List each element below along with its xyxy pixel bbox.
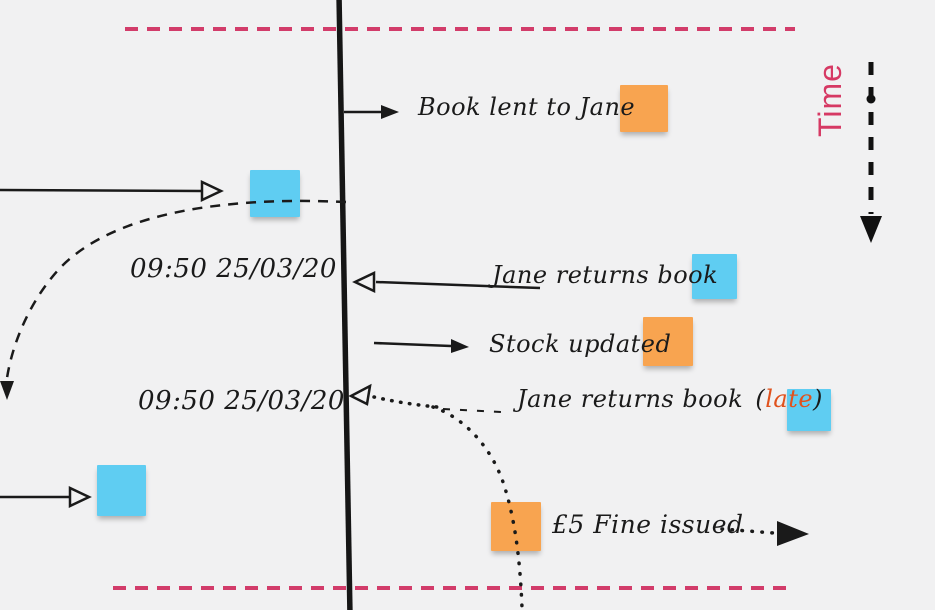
arrow-stock-updated[interactable]	[373, 339, 469, 353]
sticky-note-blue-top-left[interactable]	[250, 170, 300, 217]
sticky-note-blue-jane-returns[interactable]	[692, 254, 737, 299]
dotted-shaft	[372, 395, 439, 409]
event-label-book-lent[interactable]: Book lent to Jane	[418, 93, 636, 121]
arrowhead-down-icon	[0, 381, 14, 400]
open-arrowhead-left-icon	[352, 271, 376, 293]
late-paren-open: (	[755, 385, 766, 413]
time-axis-arrow[interactable]	[860, 62, 882, 243]
sticky-note-orange-book-lent[interactable]	[620, 85, 668, 132]
open-arrowhead-left-icon	[348, 383, 372, 406]
sticky-note-orange-stock-updated[interactable]	[643, 317, 693, 366]
dotted-fine-curve[interactable]	[431, 405, 524, 610]
dashed-shaft	[442, 408, 503, 413]
event-label-late-return[interactable]: Jane returns book (late)	[517, 385, 823, 413]
arrow-into-timeline-top-left[interactable]	[0, 180, 224, 202]
timestamp-late-return[interactable]: 09:50 25/03/20	[138, 386, 345, 416]
arrowhead-right-icon	[451, 339, 469, 353]
sticky-note-blue-late-return[interactable]	[787, 389, 831, 431]
open-arrowhead-right-icon	[68, 486, 92, 508]
arrow-shaft	[375, 280, 541, 290]
sticky-note-blue-bottom-left[interactable]	[97, 465, 146, 516]
arrowhead-right-icon	[381, 105, 399, 119]
timeline-line[interactable]	[336, 0, 353, 610]
arrow-book-lent[interactable]	[344, 105, 399, 119]
arrow-jane-returns[interactable]	[352, 271, 541, 293]
event-label-fine-issued[interactable]: £5 Fine issued	[552, 510, 744, 539]
dotted-shaft	[720, 527, 776, 535]
late-return-text: Jane returns book	[517, 385, 744, 413]
arrow-into-sticky-bottom-left[interactable]	[0, 486, 92, 508]
arrowhead-right-icon	[777, 521, 809, 546]
late-paren-close: )	[813, 385, 823, 413]
event-label-stock-updated[interactable]: Stock updated	[489, 330, 672, 358]
time-arrow-dot	[866, 94, 876, 104]
time-axis-label[interactable]: Time	[812, 63, 848, 137]
dashed-curve-from-timeline[interactable]	[0, 199, 347, 400]
open-arrowhead-right-icon	[200, 180, 224, 202]
dashed-curve-path	[5, 199, 347, 379]
timestamp-return[interactable]: 09:50 25/03/20	[130, 254, 337, 284]
dotted-late-return-arrow[interactable]	[348, 383, 503, 413]
arrow-shaft	[0, 188, 203, 193]
dotted-curve-path	[431, 405, 524, 610]
time-arrowhead-down-icon	[860, 216, 882, 243]
arrow-fine-issued[interactable]	[720, 521, 809, 546]
event-label-jane-returns[interactable]: Jane returns book	[492, 261, 719, 289]
late-word: late	[765, 385, 814, 413]
arrow-shaft	[373, 341, 452, 348]
